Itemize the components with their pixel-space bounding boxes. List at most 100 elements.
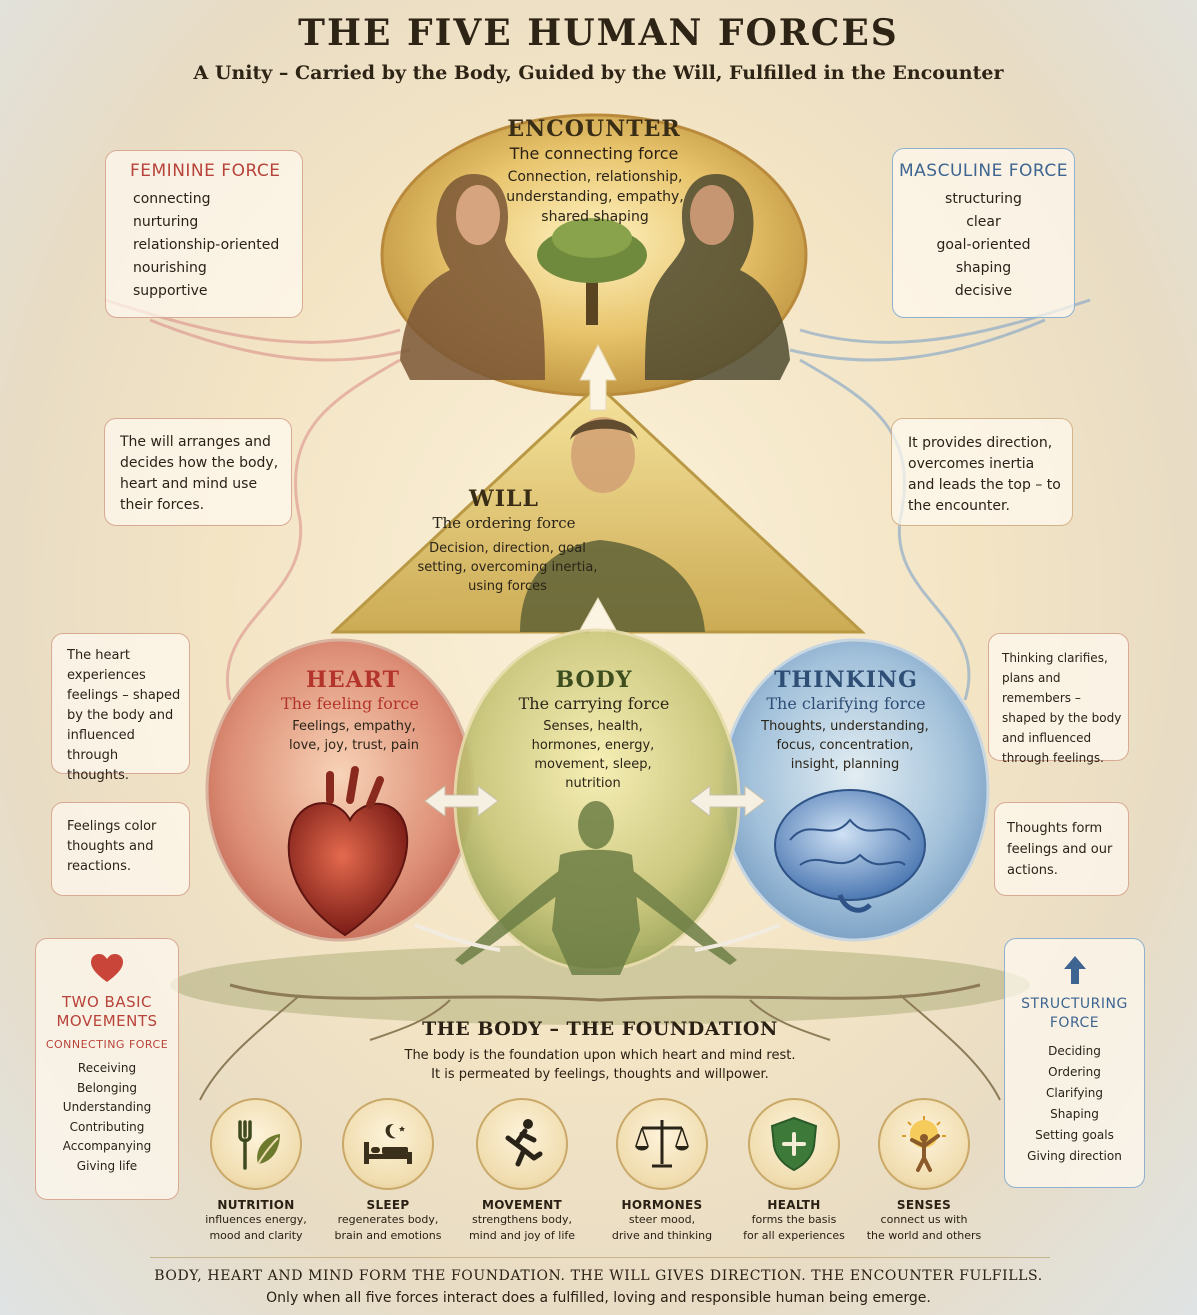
foundation-line-1: The body is the foundation upon which he…	[404, 1048, 796, 1063]
runner-icon	[505, 1119, 543, 1167]
feminine-item: nurturing	[133, 214, 199, 230]
heart-note-left-2: Feelings color thoughts and reactions.	[51, 802, 190, 896]
thinking-note-right-2: Thoughts form feelings and our actions.	[994, 802, 1129, 896]
movement-item: Understanding	[62, 1100, 152, 1114]
pillar-label: HORMONES	[621, 1198, 703, 1212]
foundation-title: THE BODY – THE FOUNDATION	[422, 1018, 778, 1040]
feminine-item: supportive	[133, 283, 208, 299]
pillar-desc: brain and emotions	[334, 1229, 442, 1242]
structuring-item: Setting goals	[1035, 1128, 1114, 1142]
body-subtitle: The carrying force	[518, 694, 670, 713]
pillar-label: SLEEP	[366, 1198, 410, 1212]
pillar-desc: drive and thinking	[611, 1229, 713, 1242]
will-title: WILL	[469, 486, 539, 512]
arrow-up-icon	[1063, 956, 1086, 984]
bed-moon-icon	[364, 1124, 412, 1164]
heart-icon	[91, 954, 123, 982]
thinking-description: Thoughts, understanding, focus, concentr…	[761, 719, 929, 772]
page-title: THE FIVE HUMAN FORCES	[298, 12, 899, 54]
masculine-item: goal-oriented	[936, 237, 1031, 253]
heart-subtitle: The feeling force	[281, 694, 419, 713]
footer-subline: Only when all five forces interact does …	[266, 1290, 931, 1306]
brain-icon	[774, 789, 926, 913]
pillar-label: HEALTH	[767, 1198, 821, 1212]
pillar-desc: connect us with	[880, 1213, 968, 1226]
encounter-description: Connection, relationship, understanding,…	[506, 169, 684, 225]
masculine-item: clear	[966, 214, 1001, 230]
pillar-desc: influences energy,	[205, 1213, 307, 1226]
pillar-desc: strengthens body,	[472, 1213, 572, 1226]
structuring-force-title: STRUCTURING FORCE	[1021, 996, 1128, 1031]
will-note-left: The will arranges and decides how the bo…	[104, 418, 292, 526]
man-figure	[645, 174, 790, 380]
sun-person-icon	[902, 1116, 946, 1172]
pillar-label: SENSES	[896, 1198, 952, 1212]
pillar-sleep: SLEEP regenerates body, brain and emotio…	[318, 1098, 458, 1244]
structuring-item: Ordering	[1048, 1065, 1101, 1079]
shield-cross-icon	[770, 1116, 818, 1172]
structuring-item: Deciding	[1048, 1044, 1101, 1058]
thinking-subtitle: The clarifying force	[766, 694, 926, 713]
thinking-note-right: Thinking clarifies, plans and remembers …	[988, 633, 1129, 765]
tree-icon	[537, 218, 647, 325]
pillar-desc: regenerates body,	[337, 1213, 439, 1226]
pillar-desc: mind and joy of life	[468, 1229, 576, 1242]
anatomical-heart-icon	[287, 766, 409, 937]
will-figure	[520, 417, 705, 632]
body-figure	[455, 801, 737, 975]
scales-icon	[635, 1120, 689, 1168]
side-arrows	[424, 785, 766, 817]
basic-movements-subtitle: CONNECTING FORCE	[45, 1038, 169, 1051]
footer-divider	[150, 1257, 1050, 1258]
masculine-item: shaping	[955, 260, 1012, 276]
body-title: BODY	[555, 667, 633, 693]
movement-item: Belonging	[76, 1080, 138, 1095]
feminine-item: nourishing	[133, 260, 207, 276]
pillar-health: HEALTH forms the basis for all experienc…	[724, 1098, 864, 1244]
roots-ground	[170, 945, 1030, 1101]
pillar-label: NUTRITION	[217, 1198, 295, 1212]
heart-title: HEART	[306, 667, 400, 693]
pillar-senses: SENSES connect us with the world and oth…	[854, 1098, 994, 1244]
feminine-force-card: FEMININE FORCE connecting nurturing rela…	[105, 150, 303, 318]
encounter-title: ENCOUNTER	[507, 116, 681, 142]
structuring-item: Giving direction	[1027, 1149, 1122, 1163]
will-subtitle: The ordering force	[432, 514, 576, 532]
pillar-hormones: HORMONES steer mood, drive and thinking	[592, 1098, 732, 1244]
curved-arrows	[414, 923, 781, 952]
feminine-force-title: FEMININE FORCE	[130, 161, 281, 181]
foundation-text: The body is the foundation upon which he…	[300, 1046, 900, 1084]
masculine-item: decisive	[954, 283, 1013, 299]
page-subtitle: A Unity – Carried by the Body, Guided by…	[193, 62, 1004, 84]
movement-item: Accompanying	[62, 1139, 152, 1153]
structuring-force-card: STRUCTURING FORCE Deciding Ordering Clar…	[1004, 938, 1145, 1188]
fork-leaf-icon	[238, 1120, 280, 1170]
heart-description: Feelings, empathy, love, joy, trust, pai…	[289, 719, 419, 753]
woman-figure	[400, 174, 545, 380]
pillar-movement: MOVEMENT strengthens body, mind and joy …	[452, 1098, 592, 1244]
heart-note-left: The heart experiences feelings – shaped …	[51, 633, 190, 783]
pillar-desc: for all experiences	[743, 1229, 845, 1242]
basic-movements-title: TWO BASIC MOVEMENTS	[56, 993, 158, 1030]
footer-statement: BODY, HEART AND MIND FORM THE FOUNDATION…	[154, 1268, 1043, 1284]
pillar-desc: the world and others	[866, 1229, 982, 1242]
body-description: Senses, health, hormones, energy, moveme…	[531, 719, 655, 791]
basic-movements-card: TWO BASIC MOVEMENTS CONNECTING FORCE Rec…	[35, 938, 179, 1200]
movement-item: Receiving	[77, 1061, 137, 1075]
movement-item: Contributing	[69, 1119, 145, 1134]
structuring-item: Clarifying	[1045, 1086, 1103, 1100]
pillar-nutrition: NUTRITION influences energy, mood and cl…	[186, 1098, 326, 1244]
foundation-line-2: It is permeated by feelings, thoughts an…	[431, 1067, 769, 1082]
pillar-desc: steer mood,	[628, 1213, 696, 1226]
feminine-item: connecting	[133, 191, 211, 207]
masculine-force-title: MASCULINE FORCE	[899, 161, 1068, 181]
masculine-force-card: MASCULINE FORCE structuring clear goal-o…	[892, 148, 1075, 318]
feminine-item: relationship-oriented	[133, 237, 280, 253]
will-description: Decision, direction, goal setting, overc…	[417, 541, 598, 594]
pillar-label: MOVEMENT	[481, 1198, 563, 1212]
will-note-right: It provides direction, overcomes inertia…	[891, 418, 1073, 526]
movement-item: Giving life	[76, 1158, 138, 1173]
structuring-item: Shaping	[1050, 1107, 1099, 1121]
thinking-title: THINKING	[774, 667, 918, 693]
